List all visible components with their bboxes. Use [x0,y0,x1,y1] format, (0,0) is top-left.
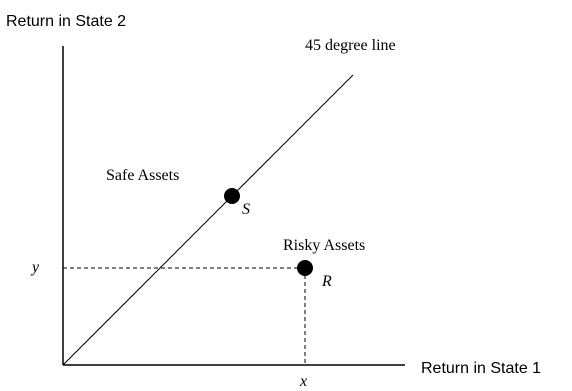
risky-asset-point [297,260,313,276]
risky-asset-marker: R [321,273,332,290]
forty-five-degree-line [62,74,354,366]
safe-asset-point [224,188,240,204]
forty-five-degree-line-label: 45 degree line [305,37,396,54]
y-value-label: y [30,259,40,276]
risky-assets-label: Risky Assets [283,237,365,254]
x-value-label: x [299,373,307,390]
safe-asset-marker: S [242,201,250,218]
y-axis-label: Return in State 2 [6,13,126,30]
x-axis-label: Return in State 1 [421,360,541,377]
safe-assets-label: Safe Assets [106,167,179,184]
